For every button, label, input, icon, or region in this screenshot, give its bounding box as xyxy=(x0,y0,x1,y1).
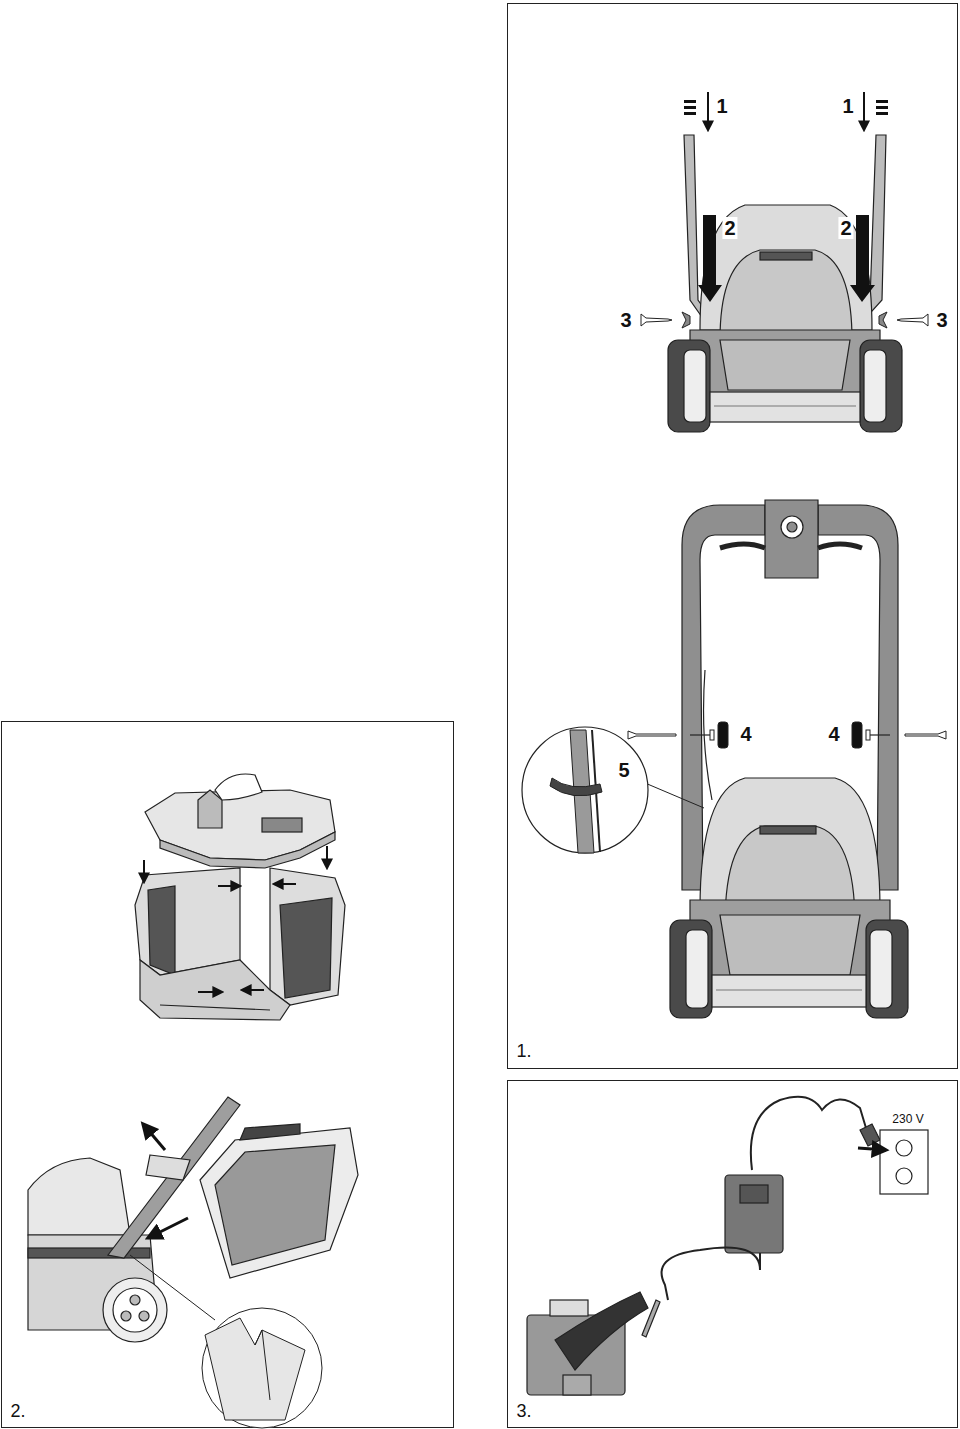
panel-frame xyxy=(508,1081,958,1428)
callout-number: 3 xyxy=(618,309,633,331)
callout-number: 1 xyxy=(714,95,729,117)
mower-front-full xyxy=(670,500,908,1018)
callout-number: 2 xyxy=(722,217,737,239)
grass-box-assembly xyxy=(135,774,345,1020)
callout-number: 5 xyxy=(616,759,631,781)
callout-number: 2 xyxy=(838,217,853,239)
panel-frame xyxy=(2,722,454,1428)
mower-side-view xyxy=(28,1097,358,1342)
callout-number: 1 xyxy=(840,95,855,117)
mower-front-top xyxy=(668,135,902,432)
handle-bolts xyxy=(628,722,946,748)
plug-arrows xyxy=(858,1148,886,1150)
charger-setup xyxy=(527,1097,928,1395)
assembly-arrows xyxy=(641,92,928,328)
fit-arrows-side xyxy=(143,1124,188,1238)
fit-arrows xyxy=(144,846,327,992)
hook-detail xyxy=(130,1255,322,1428)
callout-number: 4 xyxy=(826,723,841,745)
figure-number: 1. xyxy=(514,1042,533,1062)
panel-frame xyxy=(508,4,958,1069)
callout-number: 4 xyxy=(738,723,753,745)
figure-number: 3. xyxy=(514,1402,533,1422)
voltage-label: 230 V xyxy=(890,1113,925,1126)
callout-number: 3 xyxy=(934,309,949,331)
cable-clip-detail xyxy=(522,727,704,853)
figure-number: 2. xyxy=(8,1402,27,1422)
